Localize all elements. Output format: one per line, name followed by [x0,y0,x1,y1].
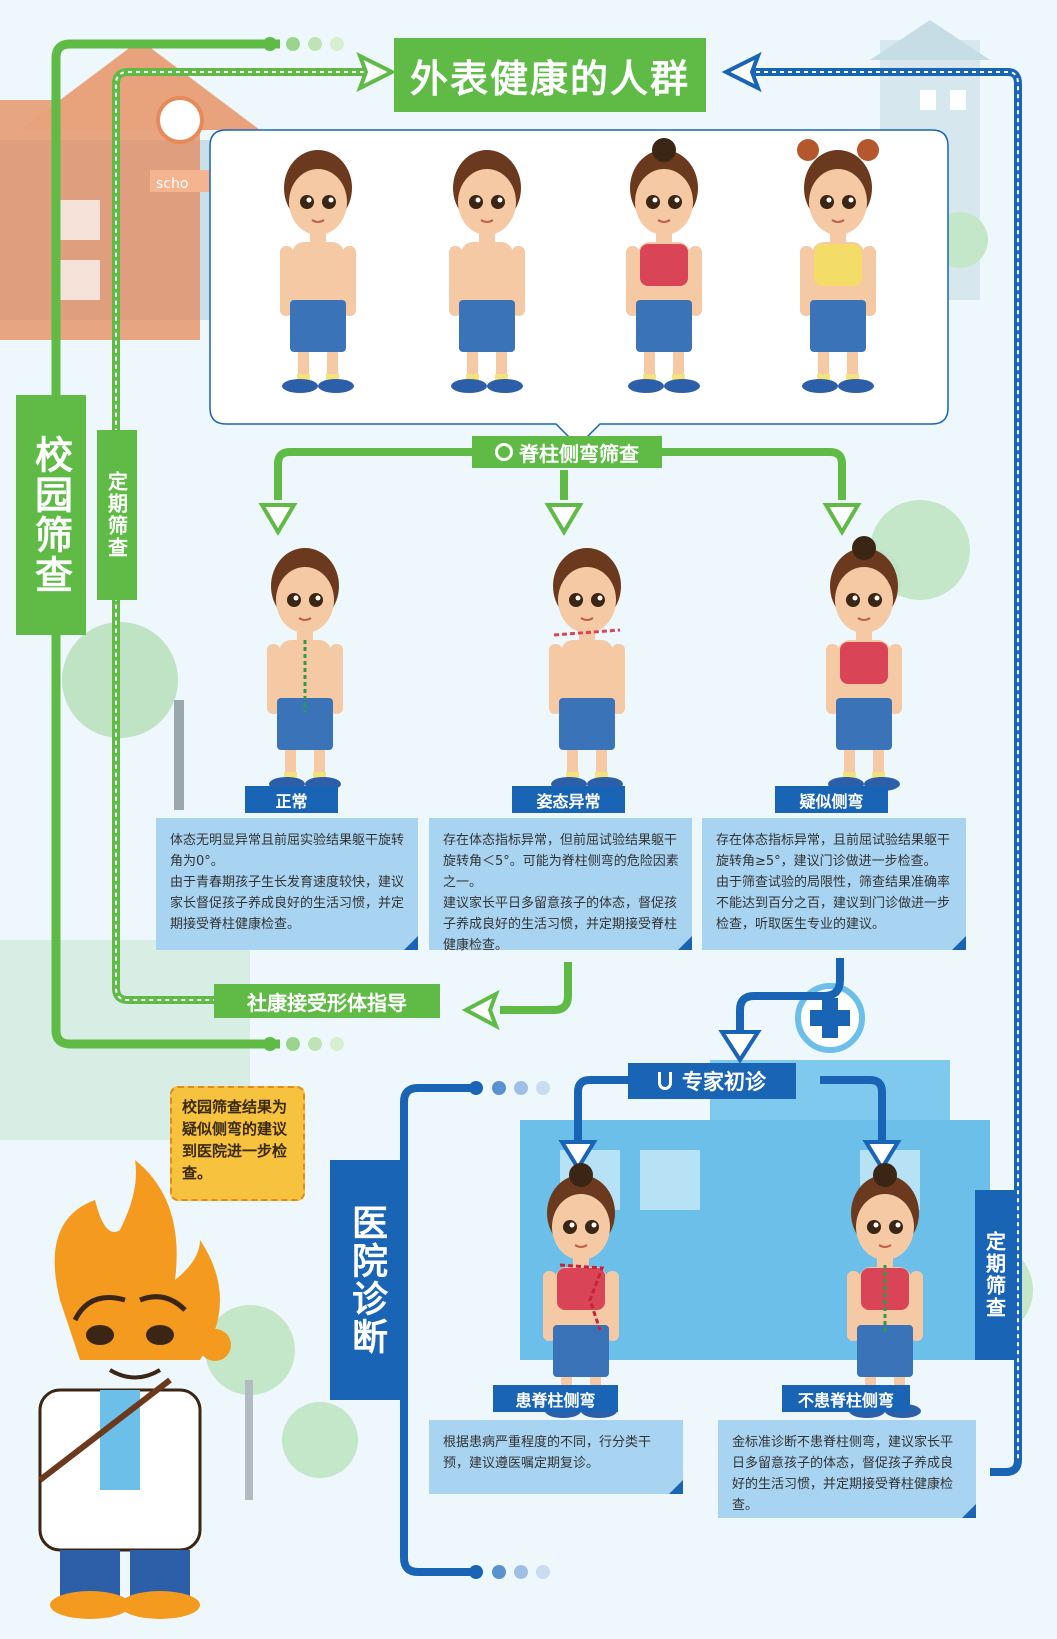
hospital-diagnosis-label: 医院诊断 [330,1160,402,1400]
suspected-desc-2: 由于筛查试验的局限性，筛查结果准确率不能达到百分之百，建议到门诊做进一步检查，听… [716,875,951,932]
category-normal-label: 正常 [245,786,338,813]
mascot [38,1160,231,1619]
community-guidance-label: 社康接受形体指导 [214,984,440,1018]
school-sign: scho [156,176,188,192]
no-scoliosis-description: 金标准诊断不患脊柱侧弯，建议家长平日多留意孩子的体态，督促孩子养成良好的生活习惯… [718,1420,976,1518]
search-icon [495,443,513,461]
hospital-referral-note: 校园筛查结果为疑似侧弯的建议到医院进一步检查。 [170,1086,305,1201]
expert-consultation-label: 专家初诊 [682,1070,766,1094]
posture-desc-2: 建议家长平日多留意孩子的体态，督促孩子养成良好的生活习惯，并定期接受脊柱健康检查… [443,896,678,953]
suspected-description: 存在体态指标异常，且前屈试验结果躯干旋转角≥5°，建议门诊做进一步检查。 由于筛… [702,818,966,950]
campus-screening-label: 校园筛查 [16,395,86,635]
category-posture-label: 姿态异常 [512,786,625,813]
posture-description: 存在体态指标异常，但前屈试验结果躯干旋转角＜5°。可能为脊柱侧弯的危险因素之一。… [429,818,692,953]
suspected-desc-1: 存在体态指标异常，且前屈试验结果躯干旋转角≥5°，建议门诊做进一步检查。 [716,833,951,869]
scoliosis-description: 根据患病严重程度的不同，行分类干预，建议遵医嘱定期复诊。 [429,1420,683,1494]
diagnosis-scoliosis-label: 患脊柱侧弯 [493,1385,618,1412]
no-scoliosis-desc-text: 金标准诊断不患脊柱侧弯，建议家长平日多留意孩子的体态，督促孩子养成良好的生活习惯… [732,1435,954,1513]
posture-desc-1: 存在体态指标异常，但前屈试验结果躯干旋转角＜5°。可能为脊柱侧弯的危险因素之一。 [443,833,679,890]
periodic-screening-label-right: 定期筛查 [975,1190,1015,1360]
diagnosis-no-scoliosis-label: 不患脊柱侧弯 [782,1385,910,1412]
child-posture-abnormal [548,547,626,792]
category-suspected-label: 疑似侧弯 [775,786,888,813]
periodic-screening-label-left: 定期筛查 [97,430,137,600]
expert-consultation-tag: 专家初诊 [628,1063,796,1099]
scoliosis-screening-tag: 脊柱侧弯筛查 [472,436,662,468]
normal-desc-1: 体态无明显异常且前屈实验结果躯干旋转角为0°。 [170,833,405,869]
stethoscope-icon [658,1072,672,1090]
scoliosis-desc-text: 根据患病严重程度的不同，行分类干预，建议遵医嘱定期复诊。 [443,1435,652,1471]
scoliosis-screening-label: 脊柱侧弯筛查 [519,441,639,466]
normal-description: 体态无明显异常且前屈实验结果躯干旋转角为0°。 由于青春期孩子生长发育速度较快，… [156,818,418,950]
page-title: 外表健康的人群 [394,38,706,112]
normal-desc-2: 由于青春期孩子生长发育速度较快，建议家长督促孩子养成良好的生活习惯，并定期接受脊… [170,875,405,932]
